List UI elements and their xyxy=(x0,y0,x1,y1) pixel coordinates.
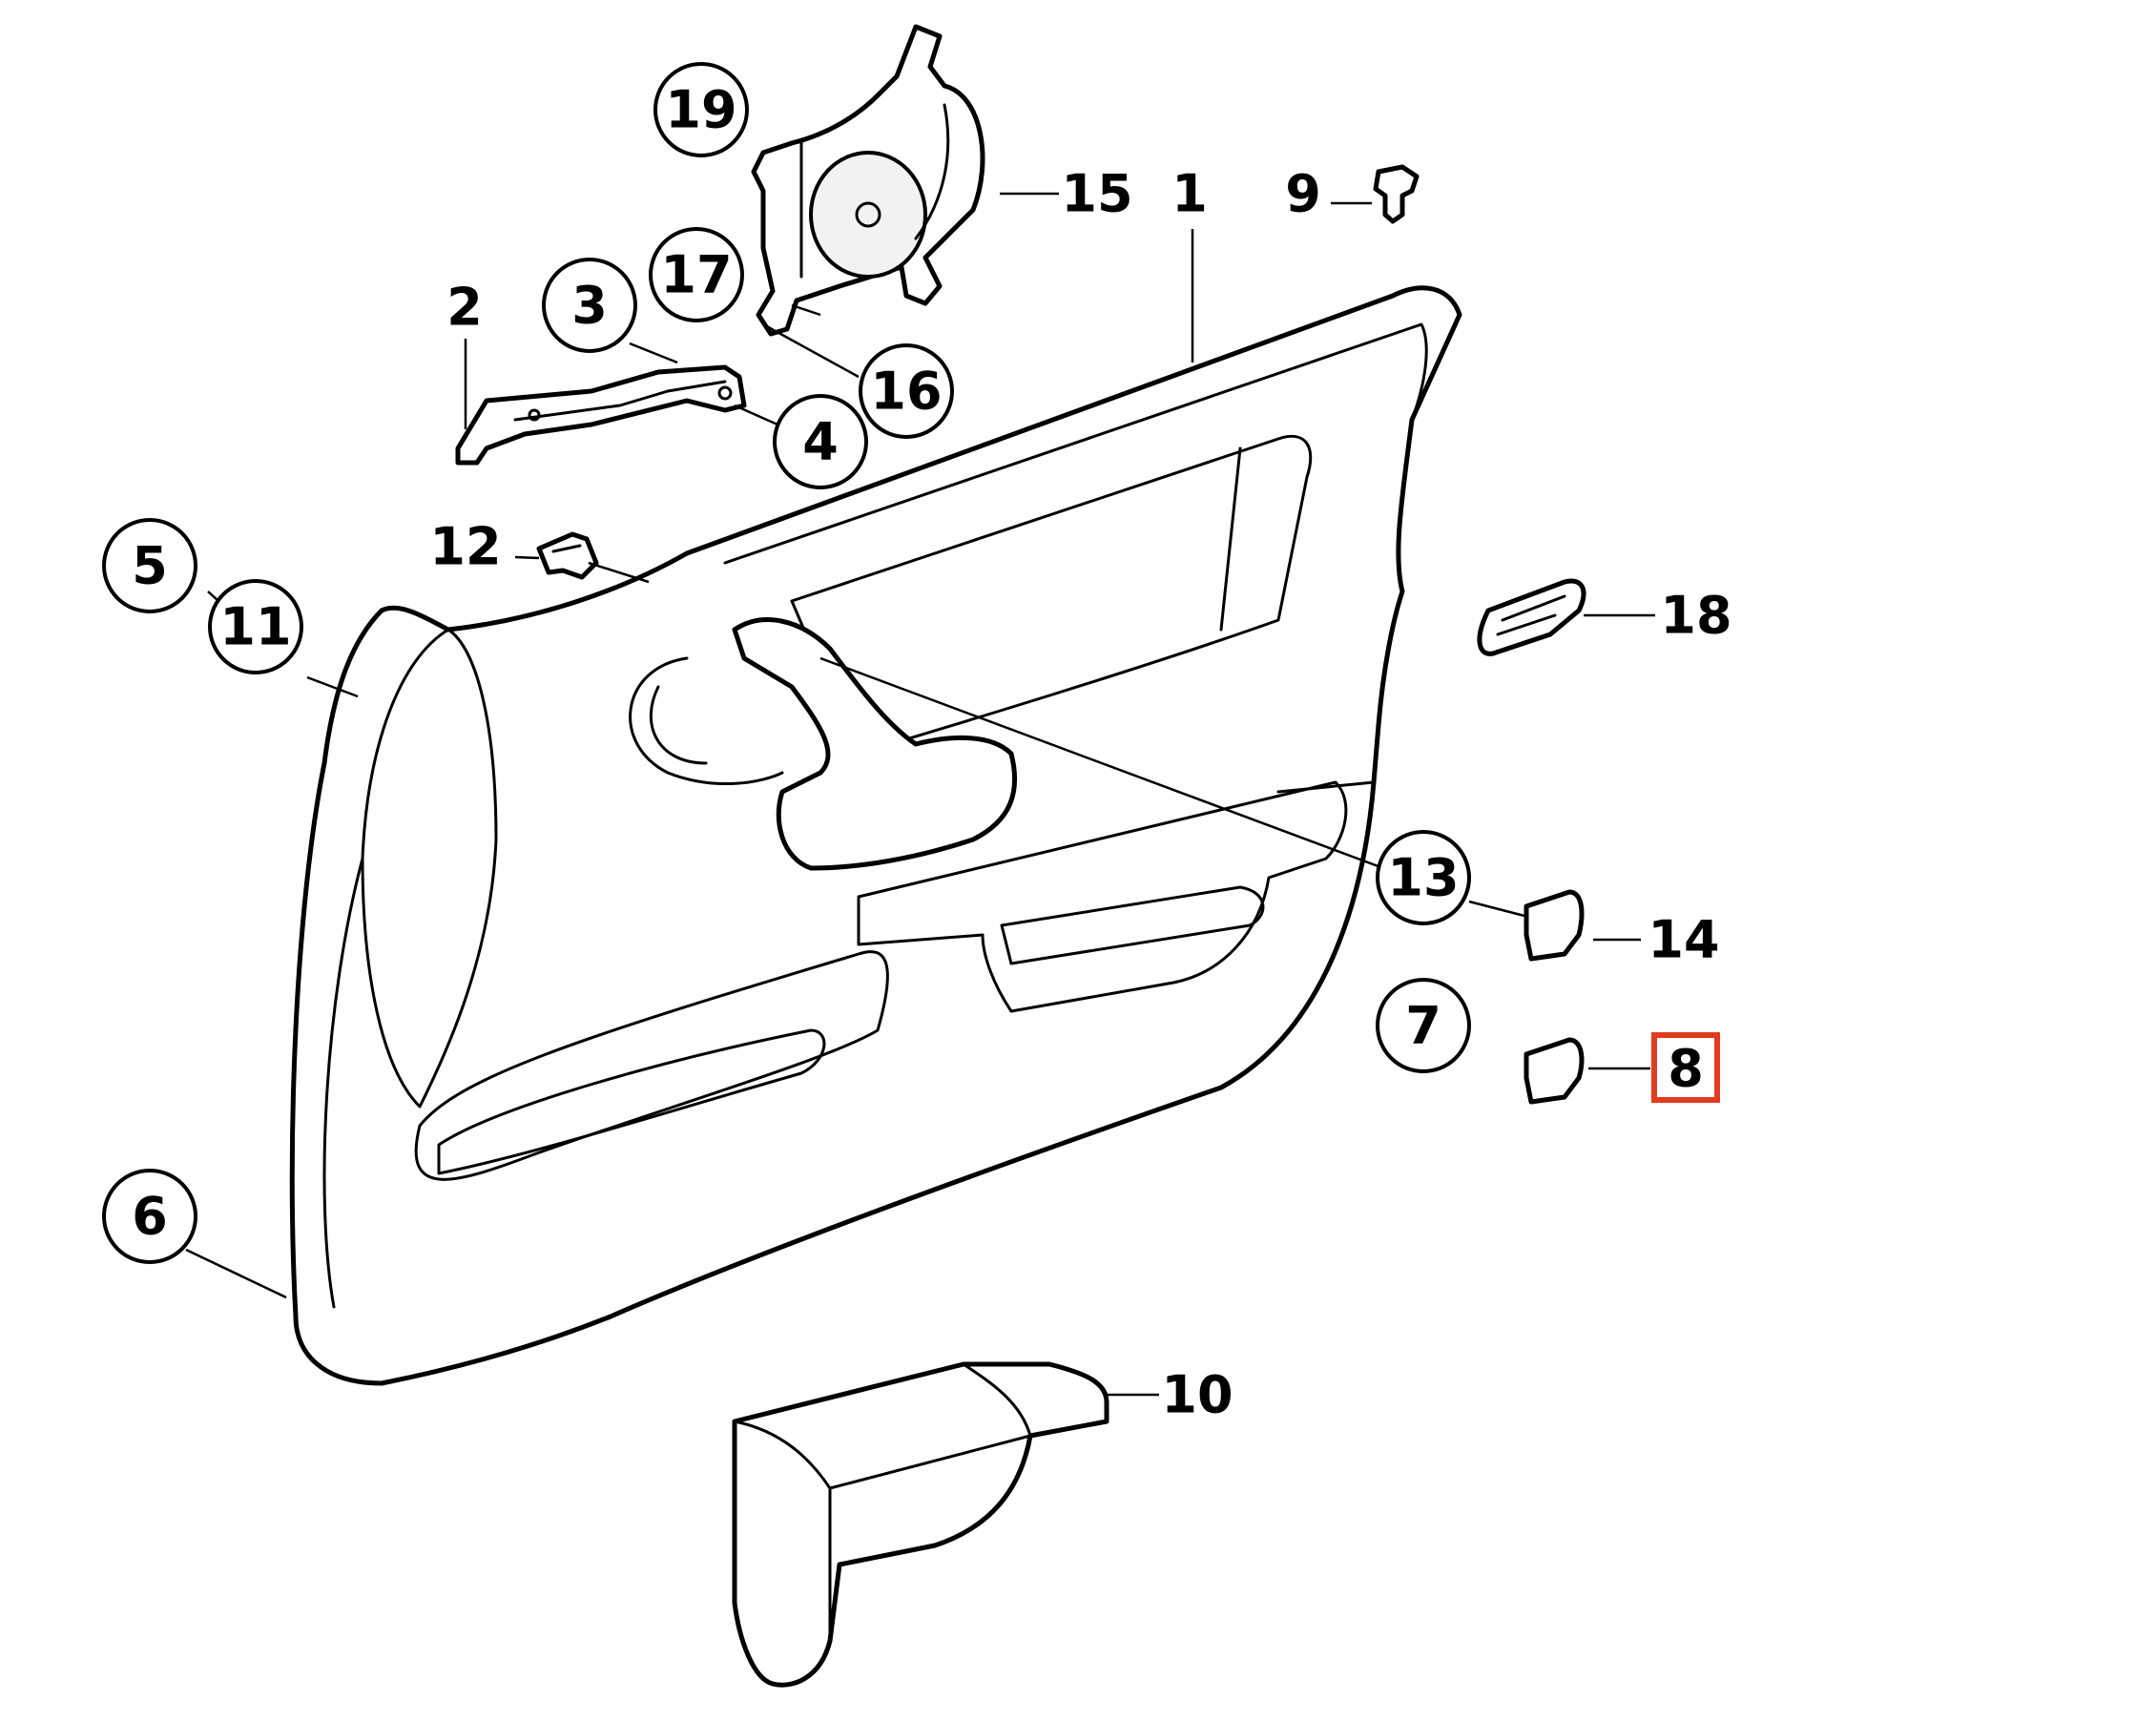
callout-7-label: 7 xyxy=(1405,996,1441,1056)
callout-8[interactable]: 8 xyxy=(1651,1032,1720,1103)
leader-lines xyxy=(185,192,1655,1397)
callout-19[interactable]: 19 xyxy=(653,62,749,157)
bracket xyxy=(455,364,747,466)
callout-2[interactable]: 2 xyxy=(446,278,483,338)
callout-17[interactable]: 17 xyxy=(649,227,744,322)
callout-16-label: 16 xyxy=(870,362,942,422)
cover-14 xyxy=(1524,889,1585,962)
callout-18[interactable]: 18 xyxy=(1660,586,1731,646)
callout-15[interactable]: 15 xyxy=(1061,164,1132,224)
callout-6[interactable]: 6 xyxy=(102,1169,197,1264)
callout-5[interactable]: 5 xyxy=(102,518,197,613)
callout-14[interactable]: 14 xyxy=(1648,910,1719,970)
callout-7[interactable]: 7 xyxy=(1376,978,1471,1073)
speaker-housing xyxy=(751,24,985,337)
plug xyxy=(1373,164,1420,224)
callout-4[interactable]: 4 xyxy=(773,394,868,489)
highlight-box xyxy=(1651,1032,1720,1103)
callout-4-label: 4 xyxy=(802,412,839,472)
callout-6-label: 6 xyxy=(132,1187,168,1247)
callout-3-label: 3 xyxy=(571,276,608,336)
callout-11-label: 11 xyxy=(219,597,291,657)
callout-1[interactable]: 1 xyxy=(1171,164,1208,224)
callout-11[interactable]: 11 xyxy=(208,579,303,674)
clip xyxy=(536,531,599,580)
callout-5-label: 5 xyxy=(132,536,168,596)
callout-13-label: 13 xyxy=(1387,848,1459,908)
callout-8-label: 8 xyxy=(1668,1039,1704,1099)
callout-19-label: 19 xyxy=(665,80,736,140)
callout-17-label: 17 xyxy=(660,245,732,305)
callout-9[interactable]: 9 xyxy=(1285,164,1321,224)
callout-13[interactable]: 13 xyxy=(1376,830,1471,925)
emblem xyxy=(1477,578,1586,656)
callout-3[interactable]: 3 xyxy=(542,258,637,353)
callout-10[interactable]: 10 xyxy=(1161,1365,1233,1425)
map-pocket xyxy=(732,1361,1109,1688)
cover-8 xyxy=(1524,1037,1585,1105)
callout-12[interactable]: 12 xyxy=(429,517,501,577)
callouts: 19 17 3 16 4 5 11 xyxy=(102,62,1732,1425)
door-trim-panel xyxy=(289,285,1462,1386)
callout-16[interactable]: 16 xyxy=(859,343,954,439)
